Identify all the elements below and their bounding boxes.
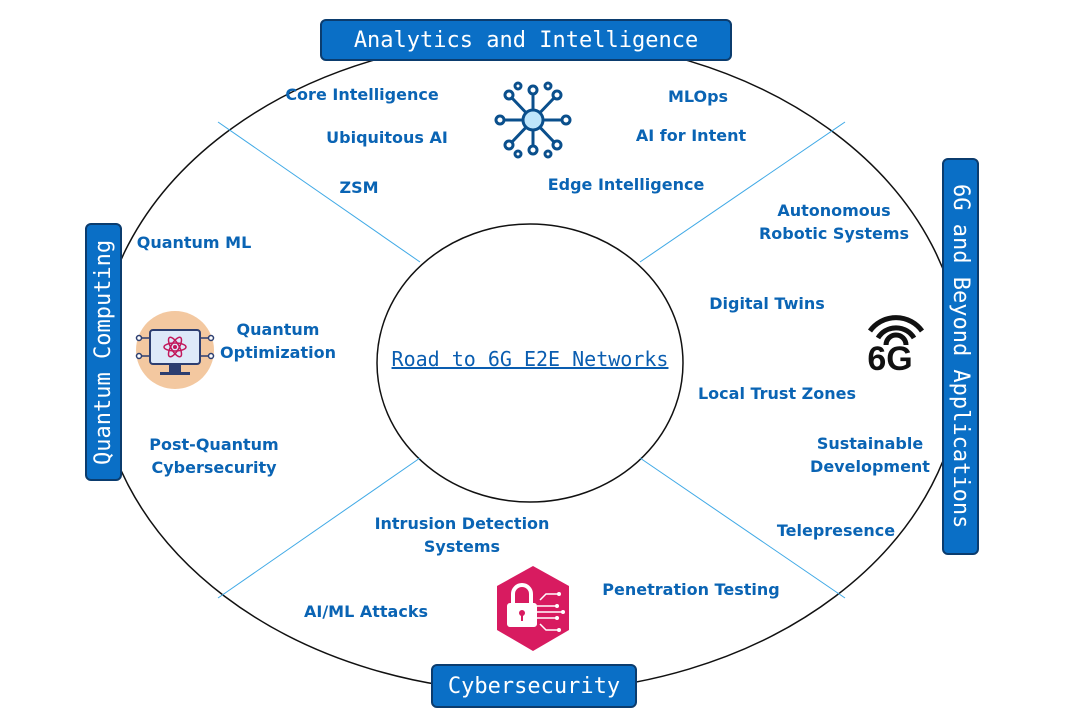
label-quantum-optimization-line1: Quantum: [236, 320, 320, 339]
divider-bottom-right: [639, 457, 846, 599]
label-zsm: ZSM: [339, 178, 379, 197]
lock-icon: [497, 566, 569, 651]
label-sustainable-line1: Sustainable: [816, 434, 924, 453]
label-penetration-testing: Penetration Testing: [602, 580, 780, 599]
quantum-computer-icon: [135, 311, 215, 389]
label-sustainable-line2: Development: [810, 457, 930, 476]
label-autonomous-robotic: Autonomous Robotic Systems: [759, 199, 909, 245]
label-quantum-optimization-line2: Optimization: [220, 343, 336, 362]
center-title: Road to 6G E2E Networks: [391, 347, 669, 371]
label-autonomous-line1: Autonomous: [777, 201, 891, 220]
label-quantum-ml: Quantum ML: [136, 233, 252, 252]
divider-bottom-left: [217, 457, 421, 599]
label-intrusion-line2: Systems: [423, 537, 501, 556]
label-post-quantum-line1: Post-Quantum: [149, 435, 279, 454]
label-ai-ml-attacks: AI/ML Attacks: [304, 602, 428, 621]
label-core-intelligence: Core Intelligence: [285, 85, 439, 104]
label-telepresence: Telepresence: [776, 521, 896, 540]
divider-top-left: [217, 121, 421, 263]
label-local-trust-zones: Local Trust Zones: [697, 384, 857, 403]
label-digital-twins: Digital Twins: [709, 294, 825, 313]
label-autonomous-line2: Robotic Systems: [758, 224, 910, 243]
neural-network-icon: [494, 81, 572, 159]
header-6g-applications: 6G and Beyond Applications: [942, 158, 979, 555]
label-ai-for-intent: AI for Intent: [635, 126, 747, 145]
label-intrusion-line1: Intrusion Detection: [374, 514, 550, 533]
label-quantum-optimization: Quantum Optimization: [220, 318, 336, 364]
header-analytics: Analytics and Intelligence: [320, 19, 732, 61]
label-sustainable-development: Sustainable Development: [810, 432, 930, 478]
label-mlops: MLOps: [667, 87, 729, 106]
inner-circle: [376, 223, 684, 503]
label-edge-intelligence: Edge Intelligence: [547, 175, 705, 194]
label-post-quantum: Post-Quantum Cybersecurity: [149, 433, 278, 479]
6g-logo-text: 6G: [867, 340, 912, 378]
divider-top-right: [639, 121, 846, 263]
header-cybersecurity: Cybersecurity: [431, 664, 637, 708]
label-intrusion-detection: Intrusion Detection Systems: [375, 512, 550, 558]
label-ubiquitous-ai: Ubiquitous AI: [326, 128, 448, 147]
label-post-quantum-line2: Cybersecurity: [151, 458, 277, 477]
6g-logo-icon: 6G: [867, 315, 925, 378]
header-quantum-computing: Quantum Computing: [85, 223, 122, 481]
